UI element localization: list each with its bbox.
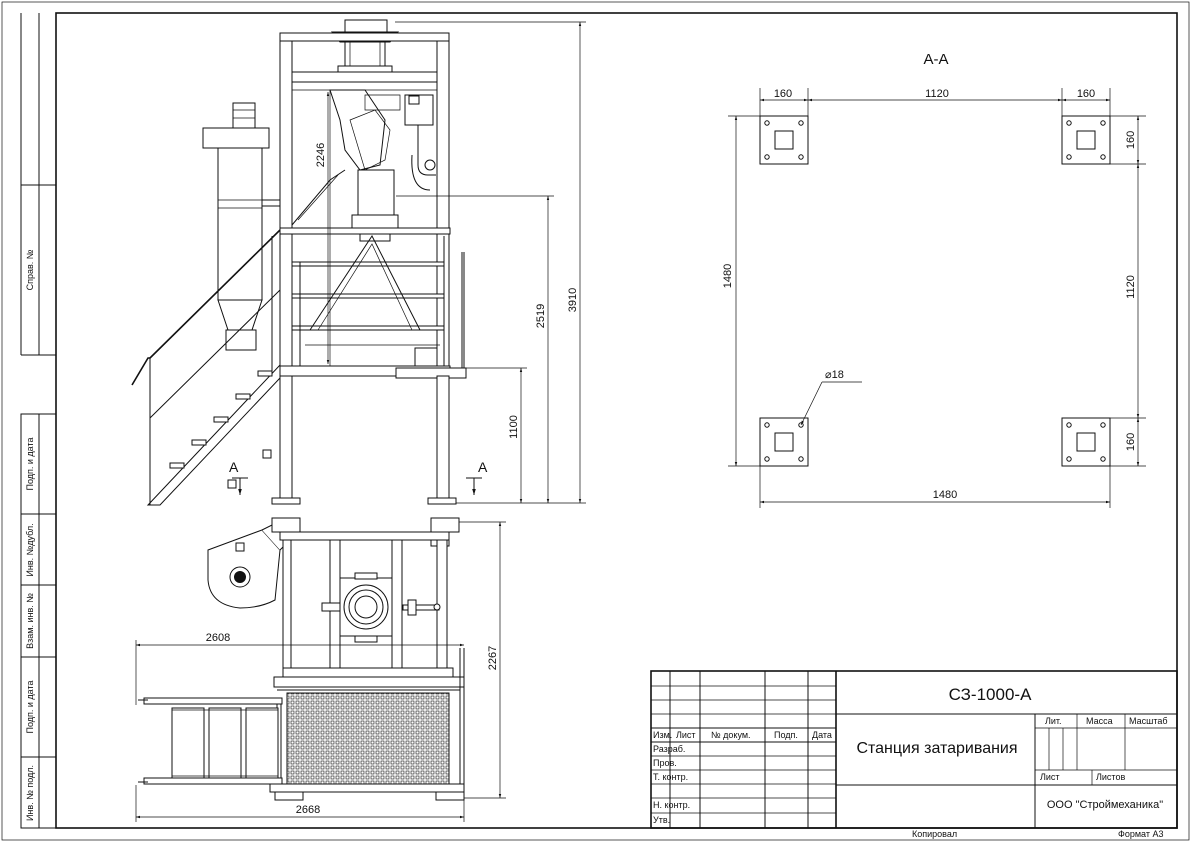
tb-role-tkontr: Т. контр.: [653, 772, 688, 782]
tb-header-date: Дата: [812, 730, 832, 740]
tb-header-doc: № докум.: [711, 730, 751, 740]
copied-label: Копировал: [912, 829, 957, 839]
tb-mass: Масса: [1086, 716, 1113, 726]
base-plates: [759, 115, 1111, 467]
tb-role-nkontr: Н. контр.: [653, 800, 690, 810]
tb-sheet: Лист: [1040, 772, 1060, 782]
tb-role-utv: Утв.: [653, 815, 670, 825]
dim-bottom: 1480: [933, 489, 957, 501]
dim-right-top: 160: [1125, 131, 1137, 149]
section-marker-right: А: [478, 459, 488, 475]
section-marker-left: А: [229, 459, 239, 475]
side-label-vzam: Взам. инв. №: [25, 593, 35, 649]
tb-company: ООО "Строймеханика": [1047, 799, 1163, 811]
dim-top-right: 160: [1077, 88, 1095, 100]
side-stamp-labels: Справ. № Подп. и дата Инв. №дубл. Взам. …: [25, 249, 35, 821]
dim-left: 1480: [722, 264, 734, 288]
dim-right-mid: 1120: [1125, 275, 1137, 299]
dim-hole: ⌀18: [825, 369, 844, 381]
tb-scale: Масштаб: [1129, 716, 1168, 726]
dim-top-mid: 1120: [925, 88, 949, 100]
dim-2608: 2608: [206, 632, 230, 644]
side-label-podp-1: Подп. и дата: [25, 437, 35, 490]
tb-role-prov: Пров.: [653, 758, 677, 768]
title-block: Изм. Лист № докум. Подп. Дата Разраб. Пр…: [650, 670, 1178, 829]
format-label: Формат A3: [1118, 829, 1163, 839]
tb-designation: СЗ-1000-А: [949, 685, 1032, 704]
dim-1100: 1100: [508, 415, 520, 439]
dim-right-bot: 160: [1125, 433, 1137, 451]
dim-2267: 2267: [487, 646, 499, 670]
section-view: А-А 160 1120 160: [722, 51, 1146, 508]
front-view: А А 2246 2519 3910 1100: [131, 19, 586, 506]
dim-2519: 2519: [535, 304, 547, 328]
side-label-inv-dubl: Инв. №дубл.: [25, 523, 35, 576]
tb-header-podp: Подп.: [774, 730, 798, 740]
side-label-sprav: Справ. №: [25, 249, 35, 290]
section-title: А-А: [923, 51, 948, 68]
tb-lit: Лит.: [1045, 716, 1062, 726]
dim-top-left: 160: [774, 88, 792, 100]
tb-sheets: Листов: [1096, 772, 1125, 782]
dim-3910: 3910: [567, 288, 579, 312]
tb-role-razrab: Разраб.: [653, 744, 685, 754]
side-label-podp-2: Подп. и дата: [25, 680, 35, 733]
dim-2246: 2246: [315, 143, 327, 167]
tb-header-list: Лист: [676, 730, 696, 740]
dim-2668: 2668: [296, 804, 320, 816]
plan-view: 2608 2267 2668: [135, 517, 506, 822]
tb-name: Станция затаривания: [856, 740, 1017, 757]
tb-header-izm: Изм.: [653, 730, 672, 740]
side-label-inv-podl: Инв. № подл.: [25, 765, 35, 821]
